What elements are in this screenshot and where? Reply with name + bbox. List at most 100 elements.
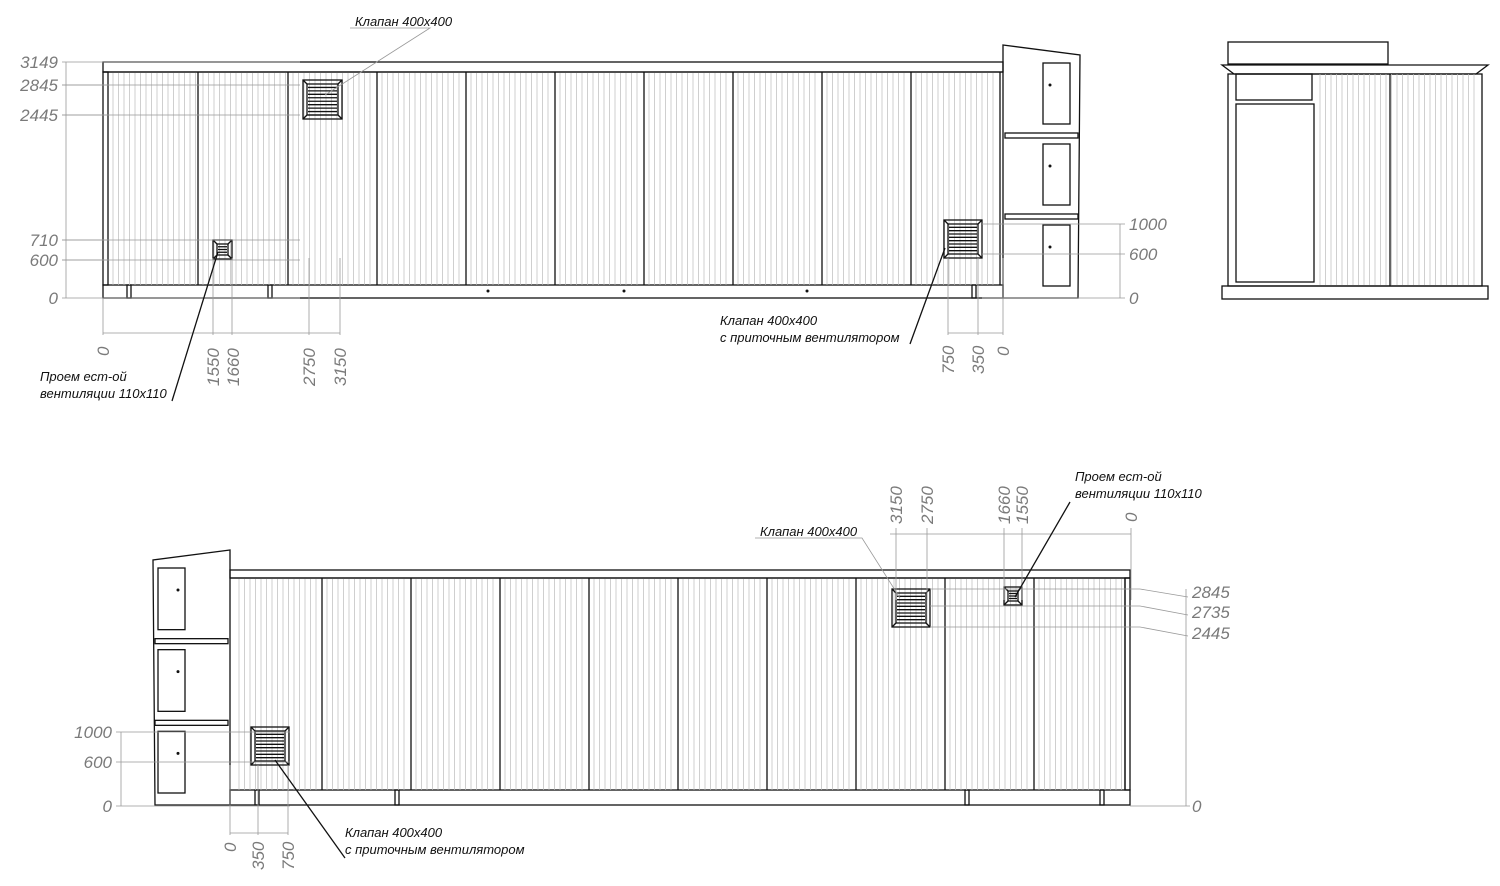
- ac-unit: [157, 649, 186, 712]
- callouts: Клапан 400x400 Клапан 400x400 Клапан 400…: [40, 14, 1202, 857]
- line: [977, 253, 983, 259]
- dim-750: 750: [939, 345, 958, 374]
- base-post: [126, 284, 132, 299]
- ac-unit: [157, 567, 186, 631]
- bolt: [1048, 164, 1052, 168]
- opening-label-2: вентиляции 110x110: [1075, 486, 1202, 501]
- end-post: [102, 71, 109, 286]
- bolt: [622, 289, 626, 293]
- end-post: [1124, 577, 1131, 791]
- valve-fan-label-1: Клапан 400x400: [345, 825, 443, 840]
- roof: [1220, 64, 1490, 75]
- bolt: [1048, 83, 1052, 87]
- ac-unit: [1042, 224, 1071, 287]
- valve-fan-label-2: с приточным вентилятором: [345, 842, 525, 857]
- dim-1660: 1660: [224, 348, 243, 386]
- shelf: [1004, 213, 1079, 220]
- line: [227, 239, 233, 245]
- line: [891, 622, 897, 628]
- base-post: [267, 284, 273, 299]
- bottom-view-left-dimensions: 1000 600 0: [74, 723, 112, 816]
- leader: [909, 247, 946, 345]
- line: [925, 622, 931, 628]
- fan-valve-vent: [947, 223, 979, 255]
- base-frame: [1221, 285, 1489, 300]
- dim-0: 0: [221, 842, 240, 852]
- dim-2445: 2445: [19, 106, 58, 125]
- line: [337, 79, 343, 85]
- dim-0: 0: [103, 797, 113, 816]
- top-view-left-dimensions: 3149 2845 2445 710 600 0: [19, 53, 58, 308]
- dim-350: 350: [249, 841, 268, 870]
- base-post: [394, 789, 400, 806]
- opening-label-2: вентиляции 110x110: [40, 386, 167, 401]
- opening-label-1: Проем ест-ой: [40, 369, 127, 384]
- valve-vent: [302, 79, 343, 120]
- dim-710: 710: [30, 231, 59, 250]
- side-cabinet: [152, 549, 231, 806]
- drawing-geometry: [62, 27, 1490, 859]
- dim-1550: 1550: [204, 348, 223, 386]
- ac-unit: [1042, 143, 1071, 206]
- dim-2845: 2845: [1191, 583, 1230, 602]
- dim-1550: 1550: [1013, 486, 1032, 524]
- exhaust-opening: [216, 243, 229, 256]
- shelf: [154, 719, 229, 726]
- line: [977, 219, 983, 225]
- dim-600: 600: [84, 753, 113, 772]
- line: [302, 79, 308, 85]
- door: [1235, 103, 1315, 283]
- opening-label-1: Проем ест-ой: [1075, 469, 1162, 484]
- valve-vent: [306, 83, 339, 116]
- roof: [102, 61, 1004, 73]
- dim-0: 0: [1192, 797, 1202, 816]
- dim-750: 750: [279, 841, 298, 870]
- dim-2750: 2750: [918, 486, 937, 525]
- line: [891, 588, 897, 594]
- line: [1017, 600, 1023, 606]
- line: [943, 219, 949, 225]
- dim-3150: 3150: [331, 348, 350, 386]
- dim-1660: 1660: [995, 486, 1014, 524]
- front-wall: [1227, 73, 1483, 287]
- leader: [755, 537, 901, 599]
- base-frame: [102, 284, 1004, 299]
- roof-unit: [1227, 41, 1389, 65]
- valve-label-bottom: Клапан 400x400: [760, 524, 858, 539]
- line: [284, 726, 290, 732]
- bottom-view-bottom-dimensions: 0 350 750: [221, 841, 298, 870]
- dim-0: 0: [49, 289, 59, 308]
- base-post: [971, 284, 977, 299]
- leader: [324, 27, 432, 96]
- leader: [1139, 605, 1189, 616]
- dim-2445: 2445: [1191, 624, 1230, 643]
- bottom-view-right-dimensions: 2845 2735 2445 0: [1191, 583, 1230, 816]
- base-post: [1099, 789, 1105, 806]
- leader: [274, 759, 346, 859]
- shelf: [1004, 132, 1079, 139]
- ac-unit: [1042, 62, 1071, 125]
- leader: [1139, 588, 1189, 598]
- dim-0: 0: [994, 346, 1013, 356]
- fan-valve-vent: [250, 726, 290, 766]
- bolt: [176, 588, 180, 592]
- top-view-right-dimensions: 1000 600 0: [1129, 215, 1167, 308]
- dim-0: 0: [94, 346, 113, 356]
- base-post: [964, 789, 970, 806]
- line: [212, 239, 218, 245]
- top-view-bottom-dimensions: 0 1550 1660 2750 3150 750 350 0: [94, 345, 1013, 387]
- exhaust-opening: [1007, 590, 1019, 602]
- bolt: [176, 670, 180, 674]
- shelf: [154, 638, 229, 645]
- line: [302, 114, 308, 120]
- bottom-view-top-dimensions: 3150 2750 1660 1550 0: [887, 486, 1141, 525]
- valve-vent: [895, 592, 927, 624]
- leader: [171, 251, 219, 402]
- dim-3149: 3149: [20, 53, 58, 72]
- line: [1003, 600, 1009, 606]
- dim-600: 600: [1129, 245, 1158, 264]
- valve-fan-label-2: с приточным вентилятором: [720, 330, 900, 345]
- dim-2735: 2735: [1191, 603, 1230, 622]
- line: [337, 114, 343, 120]
- dim-2750: 2750: [300, 348, 319, 387]
